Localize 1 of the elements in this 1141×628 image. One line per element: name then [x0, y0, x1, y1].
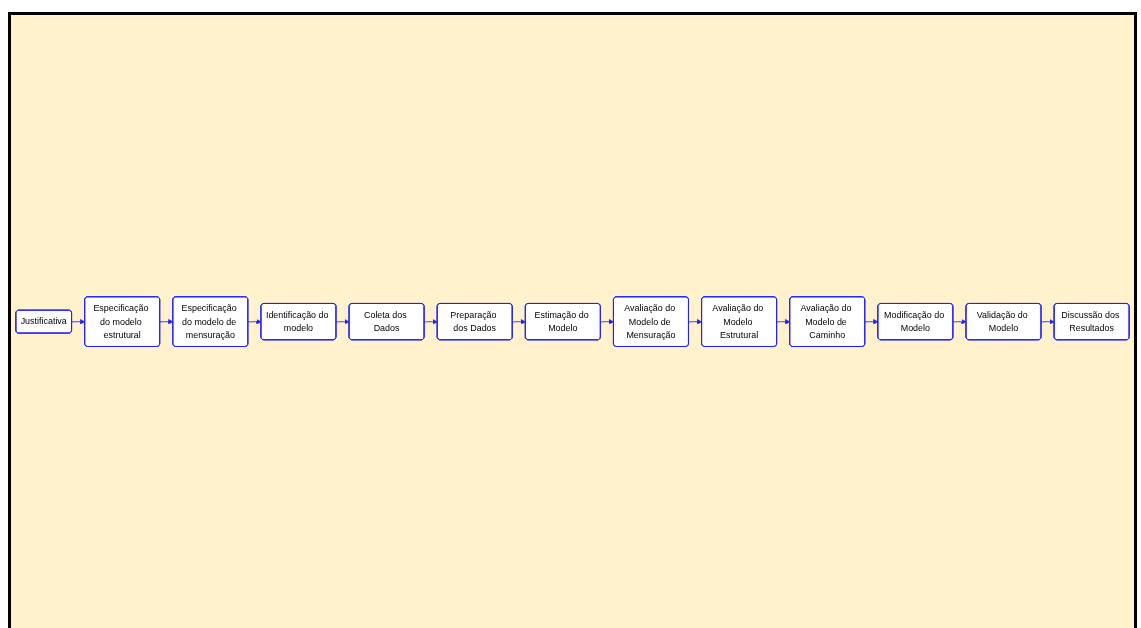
diagram-background: Justificativa Especificação do modelo estrutural Especificação do modelo de mensuração Identificação do modelo Coleta dos Dados Preparação dos Dados Estimação do Modelo Avaliação do Modelo de Mensuração Avaliação do Modelo Estrutural Avaliação do Modelo de Caminho Modificação do Modelo Validação do Modelo Discussão dos Resultados: [8, 12, 1137, 628]
